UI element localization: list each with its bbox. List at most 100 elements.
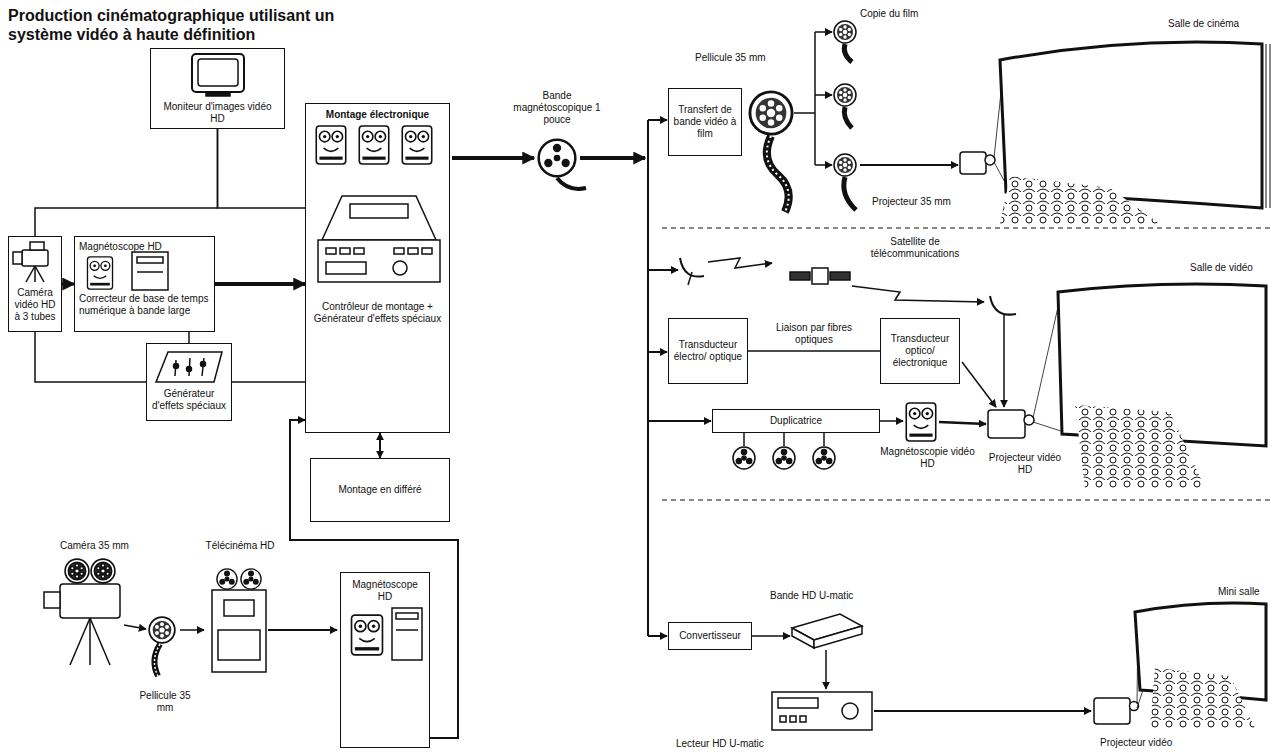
edit-controller-icon — [318, 196, 440, 282]
satellite-link-part — [812, 268, 828, 284]
telecine-icon-part — [218, 630, 260, 660]
distribution-bus-part — [647, 120, 649, 636]
part-label: Projecteur 35 mm — [872, 196, 972, 208]
hd-camera-icon — [13, 242, 48, 282]
process-box: Transducteur électro/ optique — [668, 318, 748, 384]
box-label: Générateur d'effets spéciaux — [151, 388, 227, 412]
umatic-chain-part — [842, 703, 858, 719]
distribution-bus-part — [648, 635, 667, 637]
mini-hall — [1094, 603, 1266, 728]
part-label: Lecteur HD U-matic — [676, 738, 776, 750]
satellite-link-part — [852, 286, 984, 302]
box-label: Transducteur optico/ électronique — [885, 333, 955, 369]
monitor-icon — [192, 54, 244, 96]
umatic-chain-part — [790, 716, 796, 722]
duplication-part — [733, 447, 755, 469]
hd-camera-icon-part — [26, 266, 35, 282]
film-transfer-reels-part-part — [794, 112, 815, 114]
film-reel-35mm-part — [154, 644, 160, 676]
edit-controller-icon-part — [340, 248, 350, 254]
process-box: Générateur d'effets spéciaux — [146, 343, 232, 421]
process-box: Montage électroniqueContrôleur de montag… — [305, 103, 450, 433]
box-label: Magnétoscope HD — [79, 241, 210, 253]
tape-reel-1-inch — [452, 140, 645, 189]
distribution-bus — [648, 120, 711, 636]
film-reel-35mm-part — [149, 617, 175, 643]
connector — [748, 350, 880, 352]
umatic-chain-part — [752, 635, 790, 637]
connector — [218, 129, 306, 208]
effects-generator-icon — [156, 352, 222, 382]
edit-controller-icon-part — [350, 204, 408, 218]
box-label: Transducteur électro/ optique — [673, 339, 743, 363]
film-camera-35mm-part — [124, 625, 146, 629]
tape-reel-1-inch-part — [580, 156, 645, 160]
connector — [35, 129, 218, 236]
box-label: Convertisseur — [673, 630, 747, 642]
connector — [62, 283, 74, 286]
mini-hall-part — [1150, 668, 1255, 728]
duplication-part — [823, 433, 825, 446]
monitor-icon-part — [198, 59, 238, 86]
distribution-bus-part — [648, 119, 667, 121]
vcr-icons-part — [316, 126, 345, 164]
satellite-link-part — [990, 296, 1016, 315]
edit-controller-icon-part — [326, 262, 366, 274]
distribution-bus-part — [648, 351, 667, 353]
cinema-hall-part — [960, 152, 986, 174]
telecine-icon-part — [212, 590, 266, 672]
monitor-icon-part — [206, 92, 230, 96]
edit-controller-icon-part — [422, 248, 432, 254]
satellite-link-part — [830, 272, 850, 280]
process-box: Magnétoscope HD Correcteur de base de tem… — [74, 236, 215, 332]
duplication-part — [773, 447, 795, 469]
edit-controller-icon-part — [326, 248, 336, 254]
duplication-part — [783, 433, 785, 446]
separator-lines — [662, 228, 1270, 500]
film-reel-35mm-part — [180, 629, 204, 631]
duplication-part — [813, 447, 835, 469]
effects-generator-icon-part — [174, 364, 179, 369]
cinema-hall-part — [1266, 44, 1267, 208]
part-label: Salle de vidéo — [1190, 262, 1270, 274]
part-label: Projecteur vidéo — [1100, 737, 1200, 749]
video-hall-part — [1033, 298, 1060, 418]
process-box: Moniteur d'images vidéo HD — [150, 48, 285, 129]
film-transfer-reels-part — [844, 107, 852, 128]
box-label: Magnétoscope HD — [345, 579, 425, 603]
hd-camera-icon-part — [30, 242, 44, 250]
satellite-link-part — [708, 258, 772, 268]
process-box: Transfert de bande vidéo à film — [668, 88, 742, 156]
hd-camera-icon-part — [35, 266, 44, 282]
film-transfer-reels-part — [860, 164, 958, 166]
connector — [379, 433, 381, 458]
umatic-chain-part — [772, 692, 872, 730]
vcr-icons-part — [87, 257, 112, 289]
umatic-chain-part — [792, 628, 814, 648]
distribution-bus-part — [648, 420, 711, 422]
edit-controller-icon-part — [408, 248, 418, 254]
tape-reel-1-inch-part — [557, 178, 586, 189]
box-label: Duplicatrice — [717, 415, 875, 427]
film-transfer-reels-part — [844, 44, 852, 62]
film-transfer-reels — [750, 21, 958, 212]
part-label: Bande HD U-matic — [770, 590, 870, 602]
part-label: Bande magnétoscopique 1 pouce — [512, 90, 602, 126]
video-hall-part — [1024, 415, 1034, 425]
mini-hall-part — [1137, 690, 1143, 708]
video-hall-part — [1033, 422, 1064, 432]
tape-reel-1-inch-part — [452, 156, 534, 160]
box-body-text: Correcteur de base de temps numérique à … — [79, 293, 210, 317]
duplication-part — [743, 433, 745, 446]
satellite-link-part — [1003, 314, 1005, 326]
vcr-icons-part — [352, 615, 383, 655]
connector — [188, 332, 190, 343]
part-label: Satellite de télécommunications — [860, 236, 970, 260]
umatic-chain-part — [825, 650, 827, 689]
part-label: Mini salle — [1218, 586, 1273, 598]
box-label: Caméra vidéo HD à 3 tubes — [13, 287, 57, 323]
process-box: Montage en différé — [310, 458, 450, 522]
umatic-chain-part — [780, 716, 786, 722]
telecine-icon-part — [241, 569, 261, 589]
